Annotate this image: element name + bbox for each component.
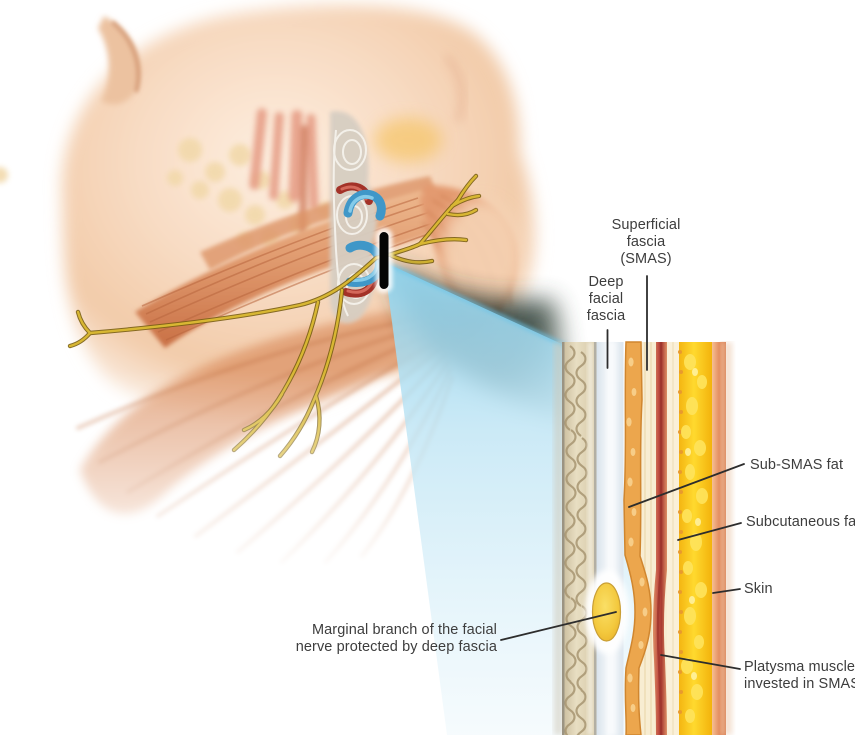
label-superficial-fascia: Superficial fascia (SMAS) bbox=[576, 217, 716, 268]
chin-highlight bbox=[440, 198, 524, 314]
layer-platysma bbox=[652, 342, 667, 735]
cross-section-marker bbox=[375, 228, 393, 293]
label-line: nerve protected by deep fascia bbox=[295, 639, 497, 655]
label-line: facial bbox=[588, 291, 624, 307]
label-skin: Skin bbox=[744, 581, 773, 597]
ear-lobe bbox=[98, 16, 141, 105]
label-subcutaneous-fat: Subcutaneous fat bbox=[746, 514, 855, 530]
leader-sub-smas-fat bbox=[628, 463, 745, 508]
label-line: (SMAS) bbox=[620, 251, 672, 267]
fade-overlay bbox=[0, 370, 470, 735]
ear-crease bbox=[110, 20, 141, 93]
label-line: Deep bbox=[588, 274, 624, 290]
label-deep-facial-fascia: Deep facial fascia bbox=[546, 274, 666, 325]
chin-muscle-fan bbox=[420, 53, 524, 336]
label-line: invested in SMAS bbox=[744, 676, 855, 692]
column-right-shadow bbox=[724, 342, 732, 735]
leader-lines bbox=[500, 275, 745, 670]
layer-sub-smas-fat bbox=[623, 341, 652, 735]
leader-marginal-branch bbox=[500, 611, 617, 641]
layer-deep-tissue bbox=[562, 342, 594, 735]
label-sub-smas-fat: Sub-SMAS fat bbox=[750, 457, 844, 473]
layer-skin bbox=[712, 342, 726, 735]
leader-subcutaneous-fat bbox=[677, 522, 742, 541]
column-left-shadow bbox=[554, 342, 563, 735]
label-line: Marginal branch of the facial bbox=[311, 622, 497, 638]
marginal-nerve-cross-section bbox=[591, 582, 622, 642]
label-marginal-branch: Marginal branch of the facial nerve prot… bbox=[225, 622, 497, 656]
tissue-cross-section bbox=[554, 341, 732, 735]
label-line: fascia bbox=[586, 308, 626, 324]
buccal-fat-glow bbox=[374, 118, 442, 162]
leader-skin bbox=[712, 588, 741, 594]
label-line: Platysma muscle bbox=[744, 659, 855, 675]
layer-inner-cream bbox=[667, 342, 679, 735]
label-platysma-muscle: Platysma muscle invested in SMAS bbox=[744, 659, 855, 693]
deep-fascia-boundary-line bbox=[594, 342, 597, 735]
mouth-corner bbox=[443, 53, 465, 123]
label-line: Superficial bbox=[611, 217, 681, 233]
facial-muscle-streaks bbox=[249, 108, 319, 236]
leader-platysma bbox=[660, 654, 741, 670]
cross-section-marker-bar bbox=[379, 232, 389, 289]
layer-deep-fascia bbox=[596, 342, 624, 735]
label-line: fascia bbox=[626, 234, 666, 250]
